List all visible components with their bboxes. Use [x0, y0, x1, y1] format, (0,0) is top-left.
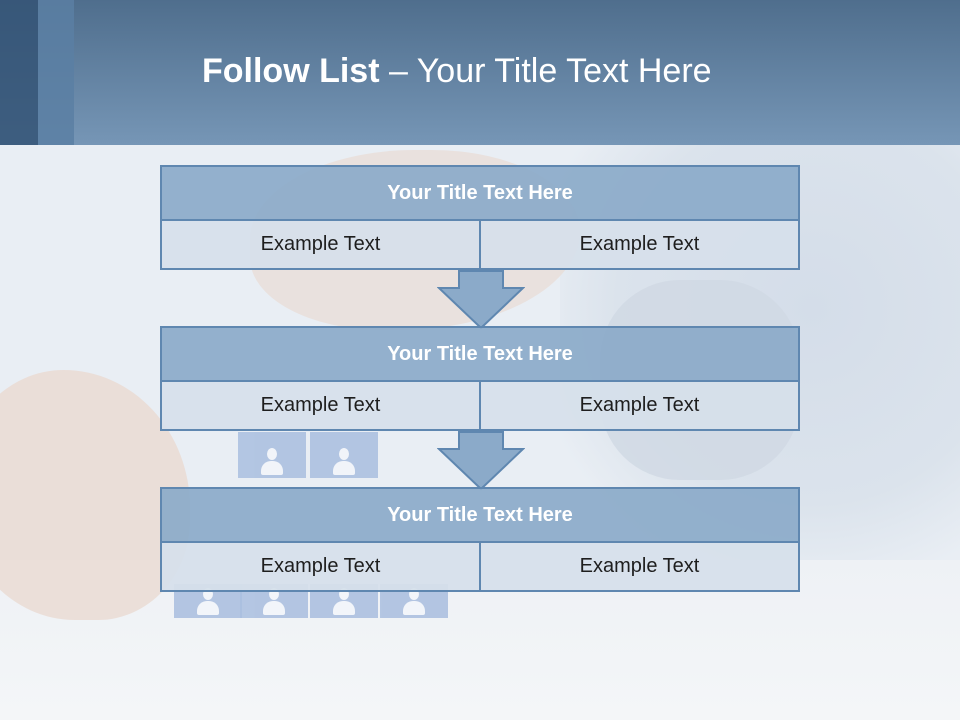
- step-box-1: Your Title Text Here Example Text Exampl…: [160, 165, 800, 270]
- person-icon-block: [238, 432, 306, 478]
- step-cell-left: Example Text: [160, 221, 481, 270]
- person-icon: [401, 588, 427, 618]
- step-title: Your Title Text Here: [160, 165, 800, 221]
- step-row: Example Text Example Text: [160, 543, 800, 592]
- header-accent-stripe: [0, 0, 38, 145]
- step-cell-right: Example Text: [481, 543, 800, 592]
- person-icon: [331, 588, 357, 618]
- step-box-3: Your Title Text Here Example Text Exampl…: [160, 487, 800, 592]
- step-cell-right: Example Text: [481, 221, 800, 270]
- step-cell-right: Example Text: [481, 382, 800, 431]
- person-icon: [331, 448, 357, 478]
- person-icon-block: [310, 432, 378, 478]
- step-title: Your Title Text Here: [160, 487, 800, 543]
- step-box-2: Your Title Text Here Example Text Exampl…: [160, 326, 800, 431]
- person-icon: [195, 588, 221, 618]
- person-icon: [261, 588, 287, 618]
- step-title: Your Title Text Here: [160, 326, 800, 382]
- slide-title-rest: – Your Title Text Here: [379, 52, 712, 90]
- person-icon: [259, 448, 285, 478]
- down-arrow-icon: [437, 431, 525, 491]
- step-row: Example Text Example Text: [160, 382, 800, 431]
- step-cell-left: Example Text: [160, 382, 481, 431]
- slide-title: Follow List – Your Title Text Here: [202, 52, 712, 91]
- header-band: Follow List – Your Title Text Here: [0, 0, 960, 145]
- step-cell-left: Example Text: [160, 543, 481, 592]
- slide-title-bold: Follow List: [202, 52, 380, 90]
- header-accent-stripe: [38, 0, 74, 145]
- step-row: Example Text Example Text: [160, 221, 800, 270]
- down-arrow-icon: [437, 270, 525, 330]
